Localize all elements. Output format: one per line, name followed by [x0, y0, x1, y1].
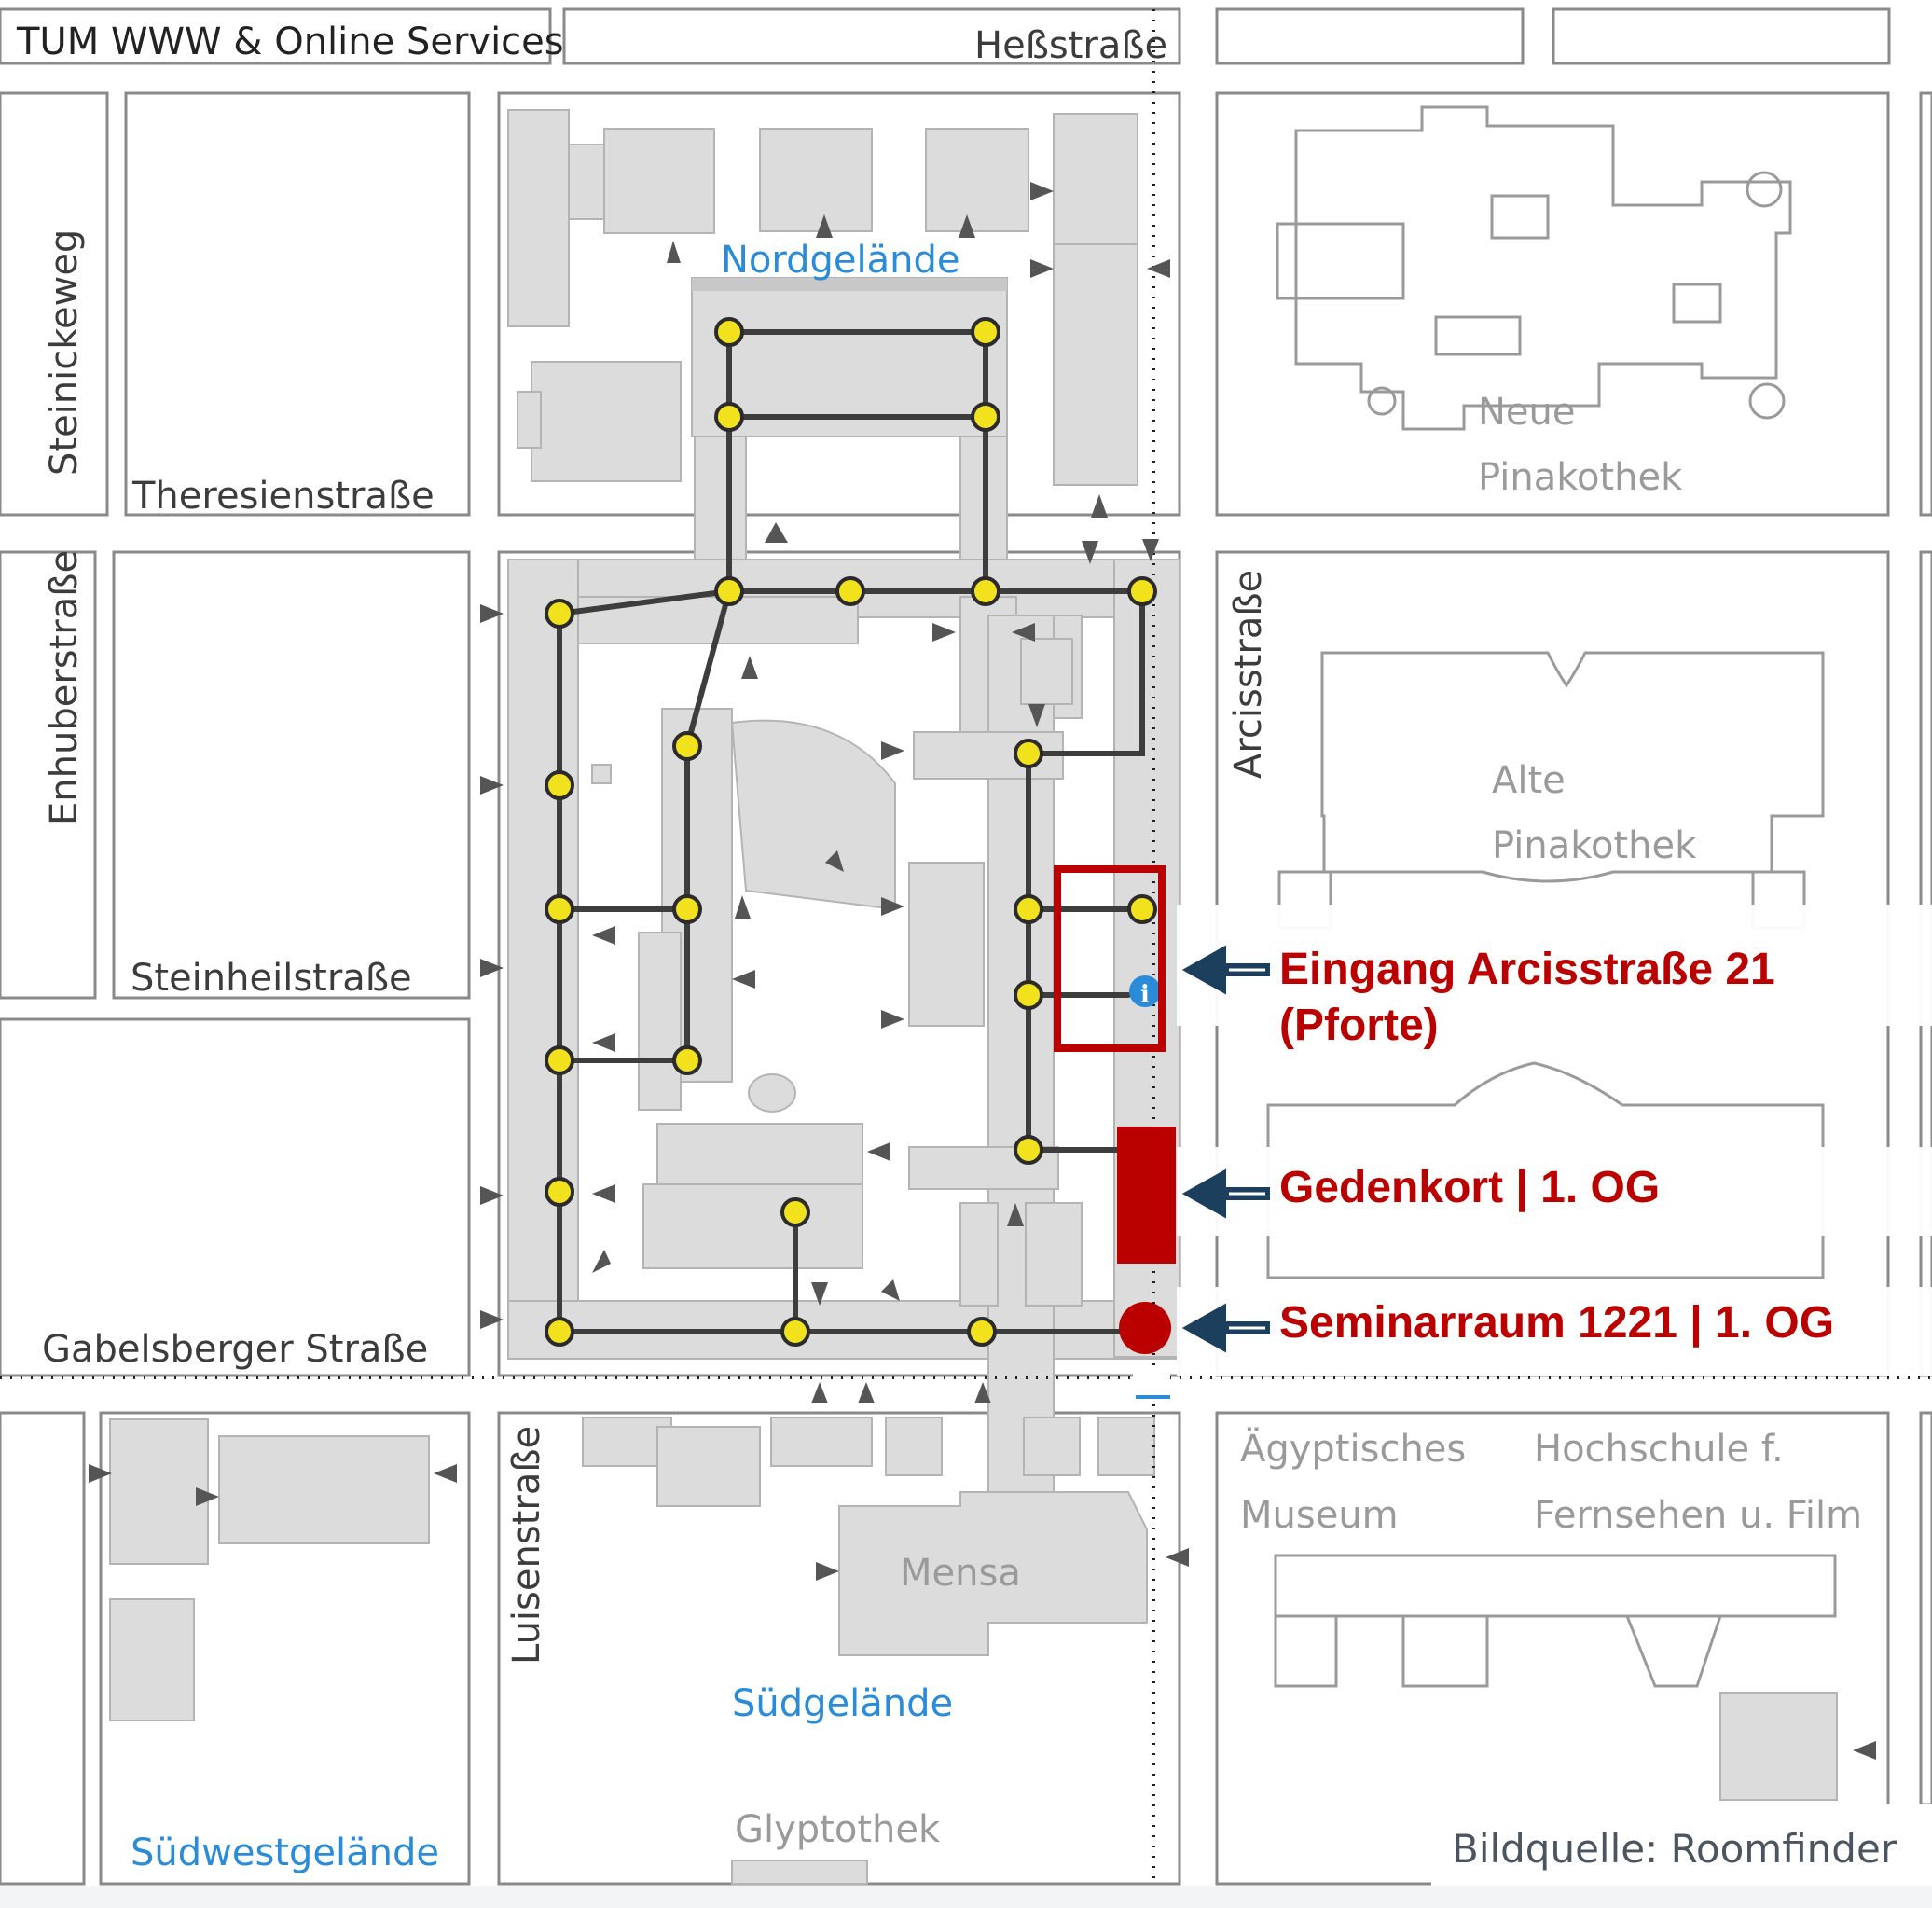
path-node [967, 1317, 997, 1347]
path-node [672, 731, 702, 761]
area-label-nordgelaende: Nordgelände [721, 239, 960, 282]
poi-label-neue-pinakothek-1: Neue [1478, 391, 1576, 434]
area-labels: Nordgelände Südgelände Südwestgelände [131, 239, 960, 1874]
path-node [545, 599, 574, 629]
path-node [545, 770, 574, 800]
street-label-arcisstrasse: Arcisstraße [1227, 570, 1270, 779]
path-node [714, 402, 744, 432]
south-buildings [109, 1417, 1838, 1885]
path-node [672, 1045, 702, 1075]
arrow-left-icon [1181, 1303, 1270, 1353]
path-node [1127, 894, 1157, 924]
path-node [545, 894, 574, 924]
arrow-left-icon [1181, 1168, 1270, 1219]
poi-label-hochschule-1: Hochschule f. [1534, 1428, 1784, 1471]
seminar-marker-backdrop [1133, 1366, 1170, 1399]
street-label-gabelsberger: Gabelsberger Straße [42, 1328, 428, 1371]
path-node [714, 317, 744, 347]
area-label-suedgelaende: Südgelände [732, 1682, 953, 1725]
poi-label-aegyptisches-1: Ägyptisches [1240, 1426, 1466, 1471]
path-node [1014, 739, 1043, 768]
callout-backing-3 [1177, 1287, 1932, 1376]
street-label-hessstrasse: Heßstraße [974, 24, 1167, 67]
museum-outlines [1266, 105, 1837, 1688]
seminar-marker [1119, 1302, 1171, 1354]
area-label-suedwestgelaende: Südwestgelände [131, 1832, 439, 1874]
path-network [557, 329, 1145, 1334]
svg-text:i: i [1140, 981, 1150, 1009]
path-nodes [545, 317, 1157, 1347]
callout-arrows [1181, 945, 1270, 1353]
path-node [1127, 576, 1157, 606]
street-label-enhuberstrasse: Enhuberstraße [43, 550, 86, 825]
poi-label-glyptothek: Glyptothek [735, 1808, 941, 1851]
street-label-theresienstrasse: Theresienstraße [131, 475, 435, 518]
entrance-marker [1054, 865, 1166, 1052]
poi-label-alte-pinakothek-1: Alte [1492, 759, 1566, 802]
gedenkort-label: Gedenkort | 1. OG [1279, 1163, 1661, 1212]
entrance-triangles [89, 182, 1876, 1760]
poi-label-hochschule-2: Fernsehen u. Film [1534, 1494, 1862, 1537]
path-node [545, 1317, 574, 1347]
service-title: TUM WWW & Online Services [16, 21, 564, 63]
poi-label-neue-pinakothek-2: Pinakothek [1478, 456, 1683, 499]
seminar-label: Seminarraum 1221 | 1. OG [1279, 1298, 1835, 1348]
street-label-steinickeweg: Steinickeweg [43, 229, 86, 476]
poi-label-aegyptisches-2: Museum [1240, 1494, 1399, 1537]
dotted-lines [0, 9, 1932, 1884]
path-node [545, 1177, 574, 1207]
path-node [714, 576, 744, 606]
path-node [971, 402, 1000, 432]
poi-label-alte-pinakothek-2: Pinakothek [1492, 824, 1697, 867]
path-node [672, 894, 702, 924]
info-icon: i [1129, 975, 1161, 1009]
north-buildings [507, 109, 1138, 486]
gedenkort-marker [1117, 1127, 1176, 1264]
arrow-left-icon [1181, 945, 1270, 995]
path-node [1014, 1135, 1043, 1165]
path-node [971, 576, 1000, 606]
poi-label-mensa: Mensa [900, 1552, 1021, 1595]
path-node [835, 576, 865, 606]
path-node [545, 1045, 574, 1075]
poi-labels: Neue Pinakothek Alte Pinakothek Ägyptisc… [735, 391, 1862, 1851]
bottom-bar [0, 1886, 1932, 1908]
path-node [780, 1197, 810, 1227]
path-node [971, 317, 1000, 347]
street-label-steinheilstrasse: Steinheilstraße [131, 957, 412, 1000]
path-node [1014, 980, 1043, 1010]
callout-backing-2 [1177, 1147, 1932, 1236]
callout-backing-1 [1177, 905, 1932, 1026]
street-label-luisenstrasse: Luisenstraße [505, 1426, 548, 1665]
entrance-label-line-2: (Pforte) [1279, 1001, 1439, 1050]
path-node [1014, 894, 1043, 924]
source-credit: Bildquelle: Roomfinder [1431, 1804, 1932, 1894]
entrance-label: Eingang Arcisstraße 21 (Pforte) [1279, 942, 1775, 1054]
entrance-label-line-1: Eingang Arcisstraße 21 [1279, 945, 1775, 994]
street-labels: Heßstraße Steinickeweg Theresienstraße E… [42, 24, 1270, 1665]
path-node [780, 1317, 810, 1347]
